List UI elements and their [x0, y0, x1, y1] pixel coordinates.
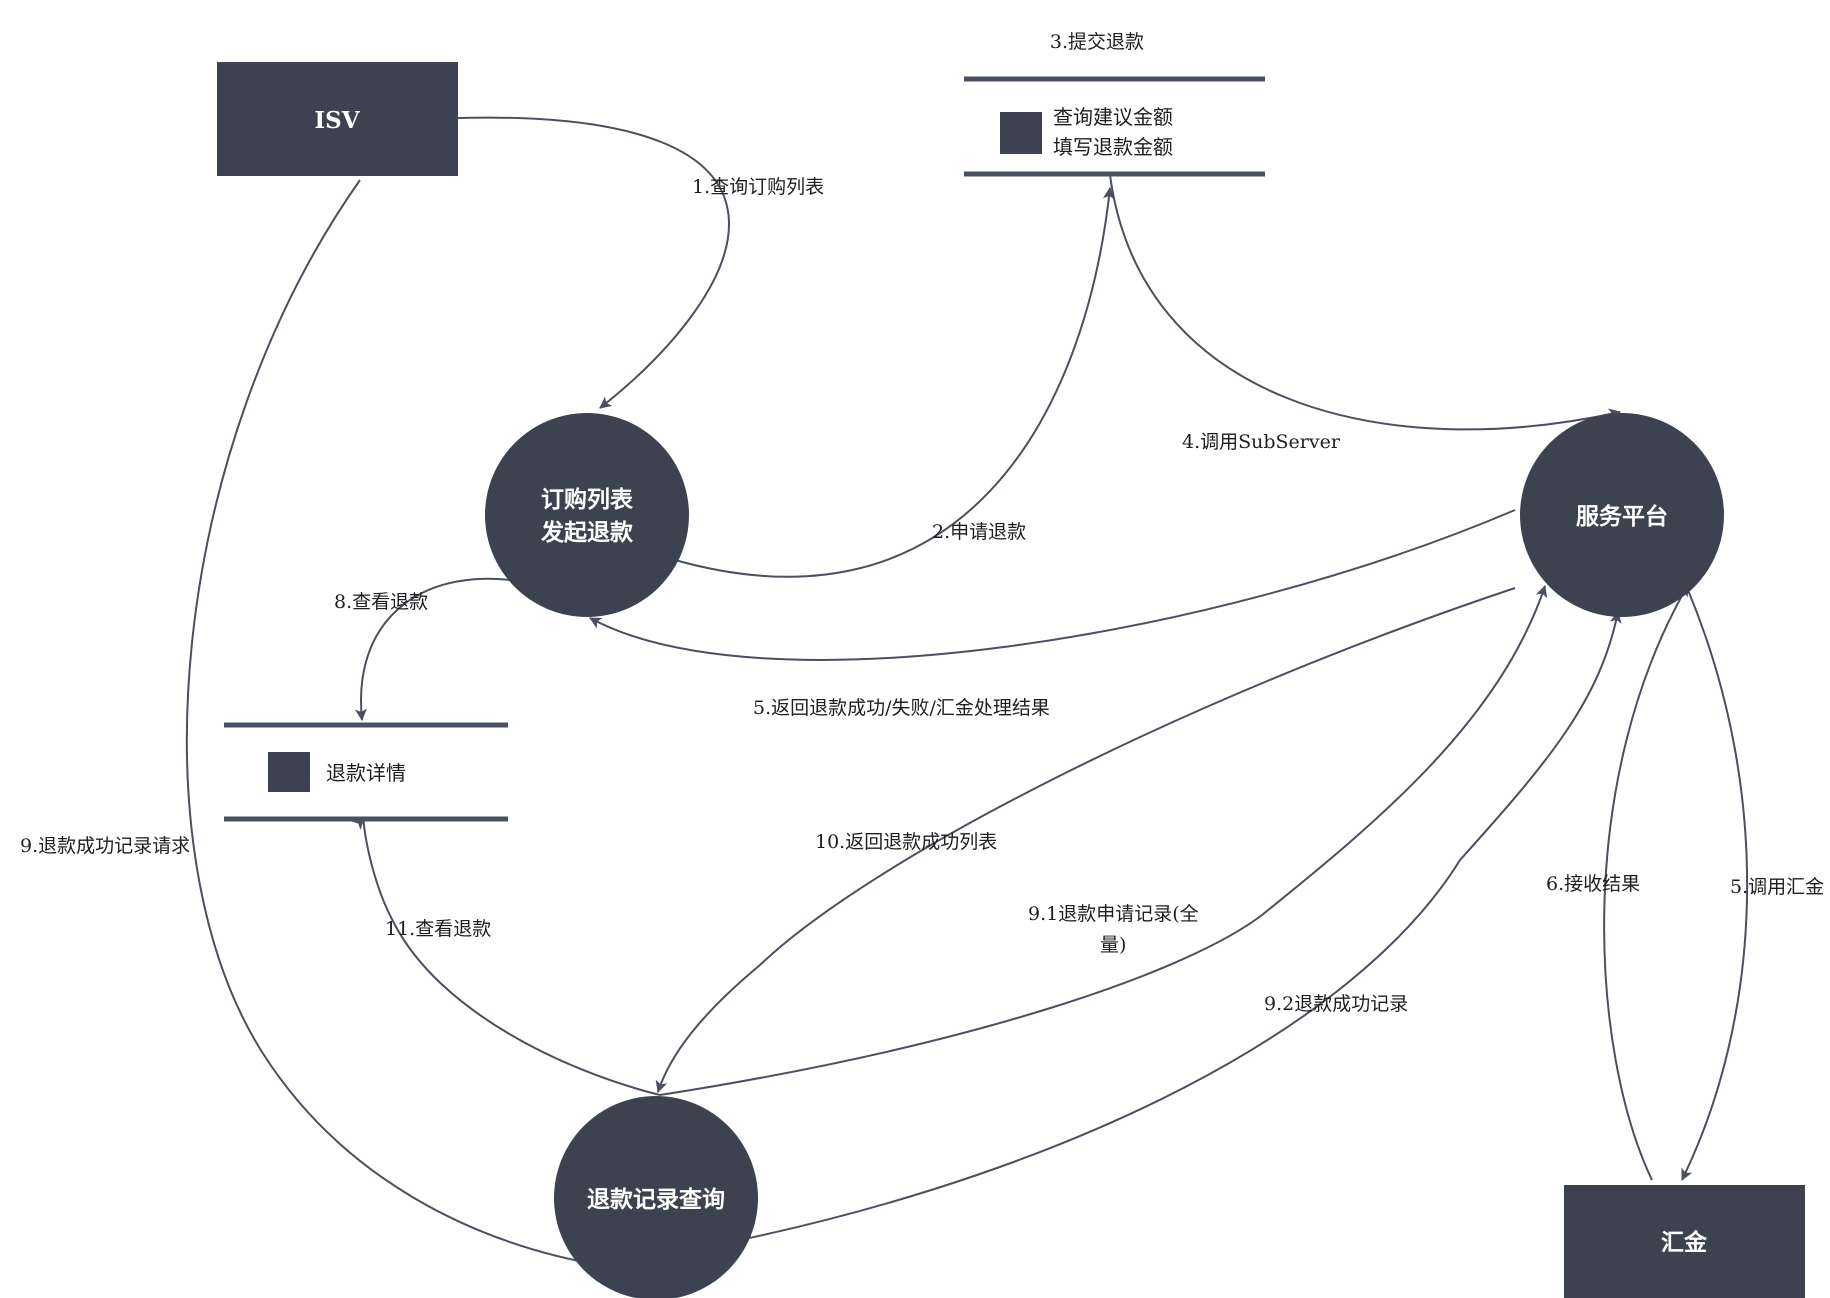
edge-label-refund-apply-record-line2: 量) [1100, 934, 1126, 956]
edge-receive-result [1603, 584, 1689, 1181]
edge-label-receive-result: 6.接收结果 [1546, 873, 1640, 895]
refund-detail-store-marker [268, 752, 310, 792]
edge-refund-apply-record-full [659, 585, 1548, 1096]
edge-label-return-refund-result: 5.返回退款成功/失败/汇金处理结果 [753, 697, 1050, 719]
edge-return-refund-result [589, 509, 1516, 661]
refund-query-process-label: 退款记录查询 [587, 1186, 725, 1213]
service-platform-process-label: 服务平台 [1576, 503, 1668, 530]
edge-query-order-list [457, 116, 730, 409]
edge-call-subserver [1109, 174, 1621, 431]
service-platform-process[interactable] [1520, 413, 1724, 617]
edge-call-huijin [1681, 589, 1749, 1181]
submit-refund-store-line1: 查询建议金额 [1053, 105, 1173, 129]
submit-refund-store-title: 3.提交退款 [1050, 31, 1144, 53]
edge-refund-success-record [739, 611, 1622, 1241]
edge-return-success-list [655, 587, 1516, 1093]
edge-view-refund-11 [352, 817, 661, 1096]
edge-apply-refund [674, 187, 1115, 578]
isv-entity-label: ISV [314, 107, 360, 134]
edge-view-refund-8 [354, 577, 511, 721]
order-list-process-label-line2: 发起退款 [540, 519, 634, 546]
edge-label-refund-apply-record-line1: 9.1退款申请记录(全 [1028, 903, 1199, 925]
huijin-entity-label: 汇金 [1661, 1229, 1708, 1256]
isv-entity-box[interactable] [217, 62, 458, 176]
edge-label-view-refund-11: 11.查看退款 [385, 918, 491, 940]
edge-label-refund-success-record: 9.2退款成功记录 [1264, 993, 1408, 1015]
edge-label-call-subserver: 4.调用SubServer [1182, 431, 1341, 453]
edge-label-query-order-list: 1.查询订购列表 [692, 176, 824, 198]
refund-query-process[interactable] [554, 1096, 758, 1298]
edge-label-view-refund-8: 8.查看退款 [334, 591, 428, 613]
huijin-entity-box[interactable] [1564, 1185, 1805, 1298]
submit-refund-store-line2: 填写退款金额 [1053, 135, 1173, 159]
edge-refund-success-request [185, 179, 613, 1272]
edge-label-call-huijin: 5.调用汇金 [1730, 876, 1824, 898]
refund-detail-store-label: 退款详情 [326, 761, 406, 785]
submit-refund-store-marker [1000, 112, 1042, 154]
edge-label-apply-refund: 2.申请退款 [932, 521, 1026, 543]
order-list-process[interactable] [485, 413, 689, 617]
order-list-process-label-line1: 订购列表 [541, 486, 634, 513]
edge-label-return-success-list: 10.返回退款成功列表 [815, 831, 997, 853]
edge-label-refund-success-request: 9.退款成功记录请求 [20, 835, 190, 857]
